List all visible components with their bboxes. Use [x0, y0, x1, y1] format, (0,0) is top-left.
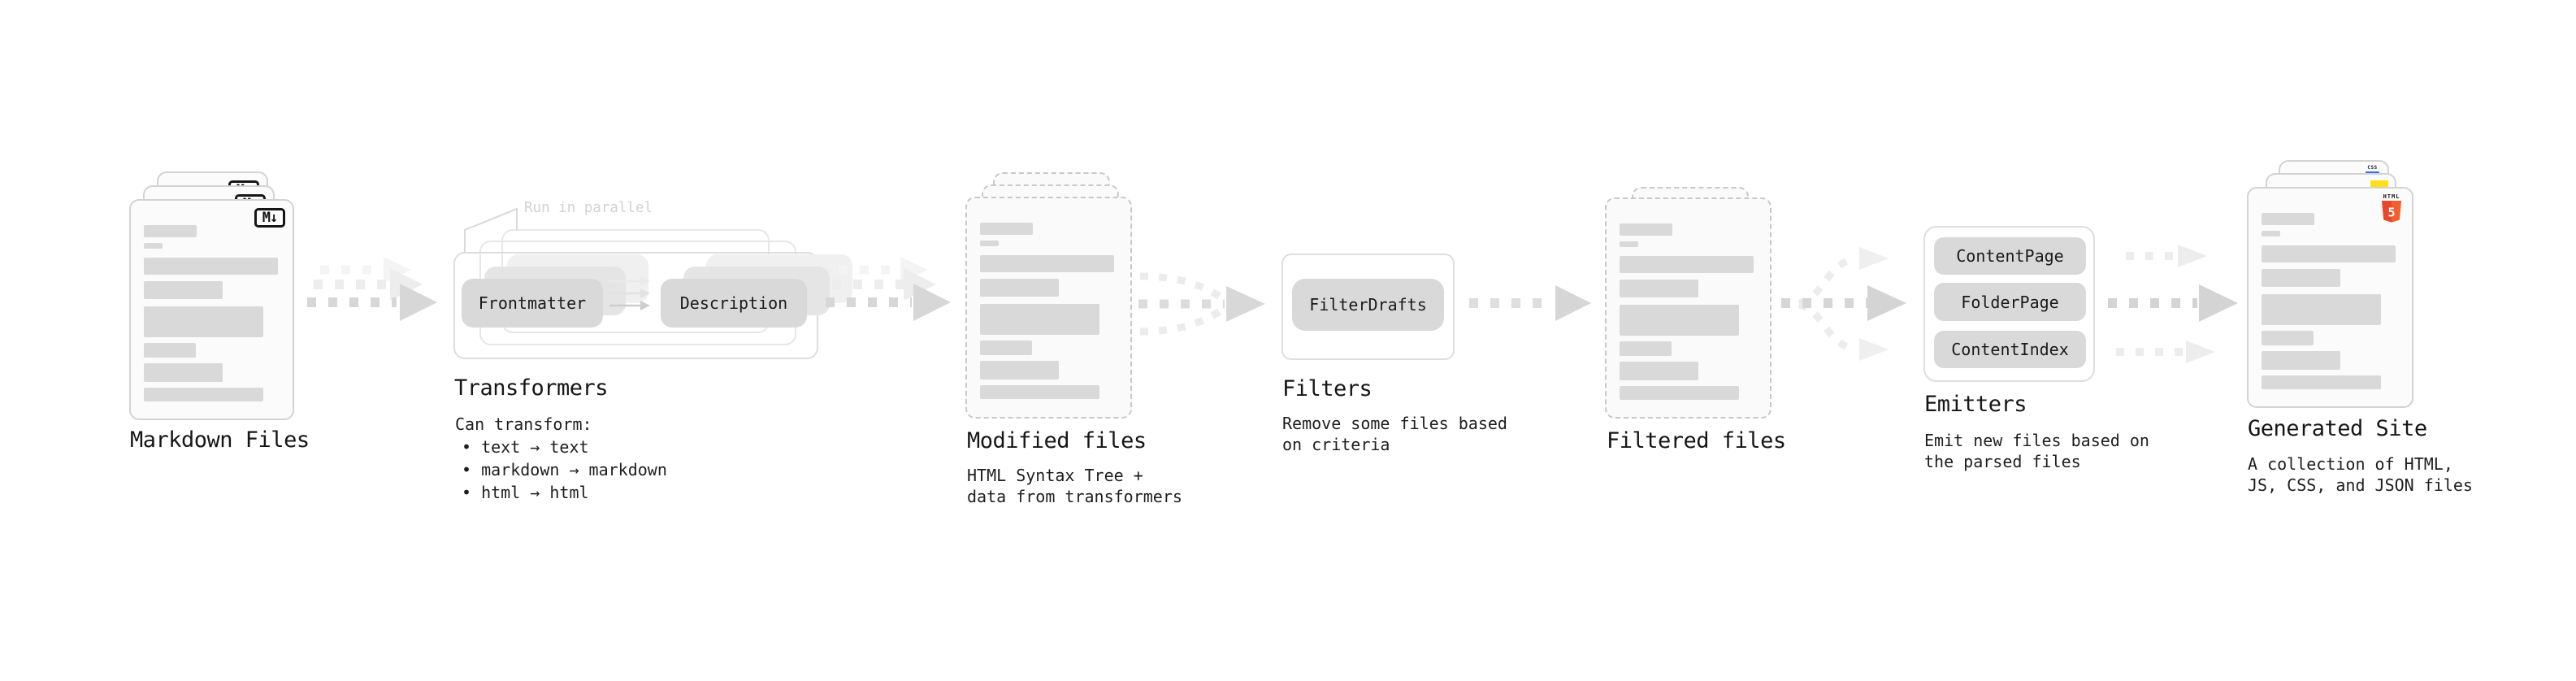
stage-title-generated-site: Generated Site	[2248, 416, 2427, 441]
text-line-placeholder	[1620, 223, 1672, 236]
css-underline	[2366, 171, 2379, 174]
run-in-parallel-annotation: Run in parallel	[524, 200, 653, 216]
text-line-placeholder	[1620, 256, 1754, 273]
filters-description: Remove some files based on criteria	[1282, 414, 1507, 454]
bullet-item: • text → text	[462, 437, 589, 457]
text-line-placeholder	[2262, 294, 2381, 325]
text-line-placeholder	[1620, 305, 1739, 336]
text-line-placeholder	[144, 281, 223, 299]
emitter-pill-folderpage: FolderPage	[1934, 283, 2086, 321]
stage-title-transformers: Transformers	[454, 375, 609, 401]
text-line-placeholder	[980, 255, 1114, 272]
emitter-pill-contentindex: ContentIndex	[1934, 331, 2086, 368]
markdown-icon: M↓	[254, 208, 285, 228]
transformers-description: Can transform:	[455, 414, 592, 434]
js-file-icon	[2370, 180, 2388, 189]
transformer-pill-description: Description	[661, 279, 807, 327]
stage-title-modified-files: Modified files	[967, 428, 1147, 453]
text-line-placeholder	[1620, 362, 1698, 380]
css-file-icon: CSS	[2366, 166, 2379, 174]
text-line-placeholder	[2262, 231, 2280, 236]
text-line-placeholder	[1620, 341, 1672, 356]
text-line-placeholder	[2262, 375, 2381, 389]
text-line-placeholder	[144, 225, 197, 237]
html5-label: HTML	[2383, 193, 2400, 200]
text-line-placeholder	[2262, 351, 2340, 370]
filtered-file-card-front	[1605, 197, 1772, 419]
stage-title-markdown-files: Markdown Files	[130, 427, 310, 453]
flow-arrow-modified-to-filters	[1138, 272, 1265, 336]
css-label: CSS	[2367, 165, 2378, 171]
text-line-placeholder	[980, 241, 999, 246]
bullet-item: • html → html	[462, 483, 589, 502]
text-line-placeholder	[144, 343, 196, 358]
generated-site-description: A collection of HTML, JS, CSS, and JSON …	[2248, 454, 2473, 495]
flow-arrow-filtered-to-emitters	[1781, 247, 1906, 361]
transformer-pill-frontmatter: Frontmatter	[462, 279, 603, 327]
run-in-parallel-leader-line	[464, 207, 518, 252]
markdown-file-card-front: M↓	[129, 199, 294, 420]
text-line-placeholder	[980, 340, 1032, 355]
stage-title-filters: Filters	[1282, 376, 1373, 401]
stage-title-filtered-files: Filtered files	[1607, 428, 1786, 453]
text-line-placeholder	[2262, 331, 2314, 345]
emitters-description: Emit new files based on the parsed files	[1924, 431, 2149, 471]
bullet-item: • markdown → markdown	[462, 460, 667, 479]
text-line-placeholder	[980, 223, 1033, 235]
flow-arrow-filters-to-filtered	[1469, 285, 1591, 321]
html5-shield: 5	[2382, 201, 2401, 223]
text-line-placeholder	[2262, 245, 2396, 262]
text-line-placeholder	[1620, 386, 1739, 400]
text-line-placeholder	[980, 279, 1059, 297]
parallel-step-arrows	[609, 276, 650, 310]
transformers-bullet-list: • text → text • markdown → markdown • ht…	[455, 436, 667, 504]
text-line-placeholder	[2262, 269, 2340, 287]
filter-pill-filterdrafts: FilterDrafts	[1292, 279, 1444, 331]
emitters-box	[1923, 226, 2095, 382]
text-line-placeholder	[980, 385, 1099, 399]
stage-title-emitters: Emitters	[1924, 392, 2027, 417]
filters-box	[1281, 254, 1455, 360]
text-line-placeholder	[1620, 241, 1638, 247]
flow-arrow-transformers-to-modified	[826, 257, 951, 321]
site-file-card-html: HTML 5	[2247, 187, 2413, 408]
text-line-placeholder	[144, 388, 263, 401]
text-line-placeholder	[1620, 280, 1698, 297]
html5-icon: HTML 5	[2381, 193, 2402, 223]
modified-file-card-front	[965, 197, 1132, 419]
text-line-placeholder	[980, 304, 1099, 335]
modified-files-description: HTML Syntax Tree + data from transformer…	[967, 466, 1182, 506]
flow-arrow-markdown-to-transformers	[307, 257, 437, 321]
text-line-placeholder	[144, 243, 163, 249]
emitter-pill-contentpage: ContentPage	[1934, 237, 2086, 275]
text-line-placeholder	[980, 361, 1059, 380]
text-line-placeholder	[144, 363, 223, 382]
text-line-placeholder	[2262, 213, 2314, 225]
flow-arrow-emitters-to-site	[2108, 245, 2238, 363]
text-line-placeholder	[144, 306, 263, 337]
svg-text:5: 5	[2387, 206, 2395, 220]
text-line-placeholder	[144, 258, 278, 275]
